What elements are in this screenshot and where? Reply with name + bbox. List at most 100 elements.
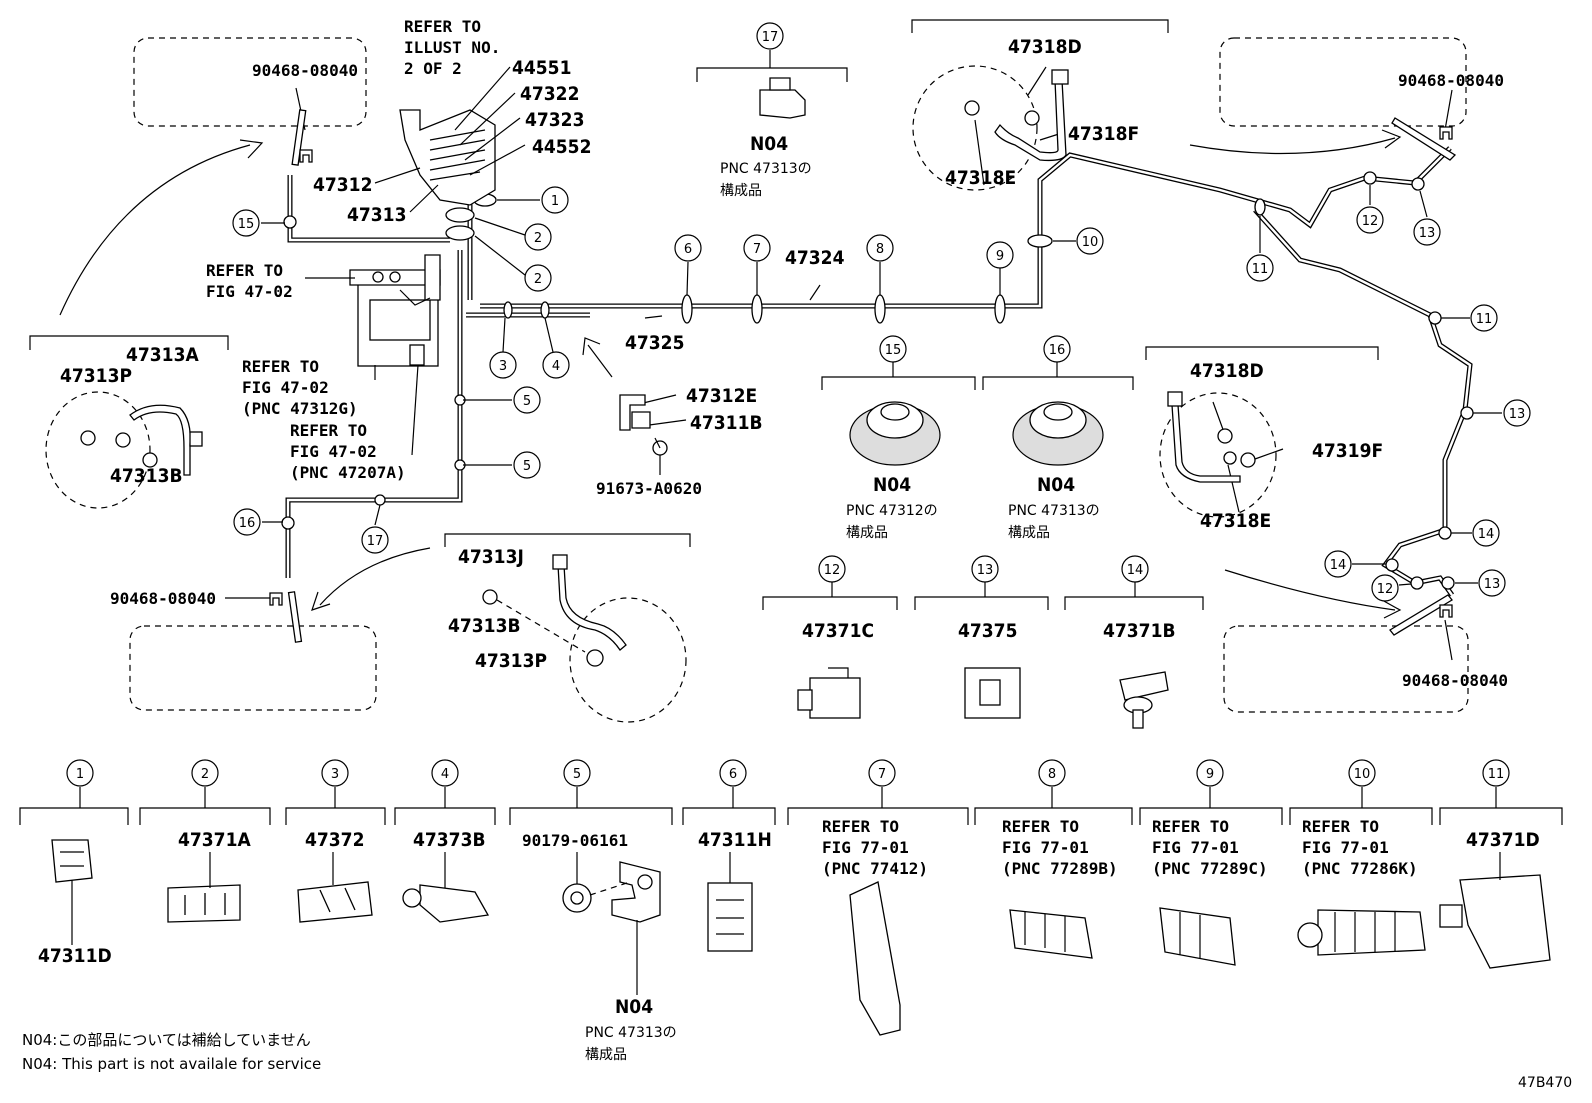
bottom-part-number-8: 8 <box>1038 759 1066 787</box>
svg-text:REFER TO: REFER TO <box>1002 817 1079 836</box>
svg-text:FIG 77-01: FIG 77-01 <box>1152 838 1239 857</box>
callout-number: 16 <box>1049 343 1066 358</box>
callout-number: 5 <box>523 459 531 474</box>
callout-number: 13 <box>1419 226 1436 241</box>
callout-number: 12 <box>1377 582 1394 597</box>
refer-illust-note: REFER TO ILLUST NO. 2 OF 2 <box>404 17 500 78</box>
refer-fig-c-line2: FIG 47-02 <box>290 442 377 461</box>
callout-c14b: 14 <box>1324 550 1352 578</box>
callout-number: 15 <box>885 343 902 358</box>
label-47311H: 47311H <box>698 829 772 851</box>
refer-illust-line2: ILLUST NO. <box>404 38 500 57</box>
callout-c14a: 14 <box>1472 519 1500 547</box>
clip-47371B <box>1119 671 1169 729</box>
n04-code: N04 <box>750 133 788 155</box>
label-47313: 47313 <box>347 204 406 226</box>
actuator-assembly <box>349 109 496 367</box>
brake-line-left <box>285 175 463 578</box>
part-number: 10 <box>1354 767 1371 782</box>
svg-text:(PNC 77412): (PNC 77412) <box>822 859 928 878</box>
grommet-16 <box>1012 401 1104 466</box>
bottom-row-parts <box>51 839 1551 1036</box>
clip-47371C <box>797 667 861 719</box>
bottom-part-number-10: 10 <box>1348 759 1376 787</box>
refer-fig-b-line3: (PNC 47312G) <box>242 399 358 418</box>
part-number: 8 <box>1048 767 1056 782</box>
clips-on-line <box>281 171 1474 590</box>
callout-c11a: 11 <box>1246 254 1274 282</box>
label-47313B-left: 47313B <box>110 465 183 487</box>
callout-c8: 8 <box>866 234 894 262</box>
callout-number: 15 <box>238 217 255 232</box>
callout-c16b: 16 <box>1043 335 1071 363</box>
callout-number: 13 <box>1509 407 1526 422</box>
callout-number: 1 <box>551 194 559 209</box>
bottom-part-number-6: 6 <box>719 759 747 787</box>
n04-pnc: PNC 47313の <box>720 161 812 177</box>
callout-number: 17 <box>762 30 779 45</box>
bottom-part-number-11: 11 <box>1482 759 1510 787</box>
n04-sub: 構成品 <box>1008 525 1050 541</box>
brake-line-47325 <box>453 183 590 318</box>
label-47318E-bottom: 47318E <box>1200 510 1271 532</box>
bottom-part-number-1: 1 <box>66 759 94 787</box>
n04-sub: 構成品 <box>720 183 762 199</box>
detail-frame-bottom-right <box>1223 625 1469 713</box>
label-90179-06161: 90179-06161 <box>522 831 628 850</box>
label-part-7: REFER TO FIG 77-01 (PNC 77412) <box>822 817 928 878</box>
part-number: 14 <box>1127 563 1144 578</box>
n04-pnc: PNC 47312の <box>846 503 938 519</box>
callout-number: 12 <box>1362 214 1379 229</box>
callout-number: 11 <box>1252 262 1269 277</box>
diagram-code: 47B470 <box>1518 1075 1572 1091</box>
svg-text:(PNC 77289C): (PNC 77289C) <box>1152 859 1268 878</box>
label-90468-bottom-right: 90468-08040 <box>1402 671 1508 690</box>
callout-number: 14 <box>1330 558 1347 573</box>
mid-part-number-13: 13 <box>971 555 999 583</box>
n04-sub: 構成品 <box>846 525 888 541</box>
label-90468-top-right: 90468-08040 <box>1398 71 1504 90</box>
svg-text:REFER TO: REFER TO <box>1152 817 1229 836</box>
n04-code: N04 <box>873 474 911 496</box>
refer-illust-line3: 2 OF 2 <box>404 59 462 78</box>
bottom-part-number-9: 9 <box>1196 759 1224 787</box>
brake-line-47324 <box>480 146 1473 597</box>
part-number: 2 <box>201 767 209 782</box>
callout-c5a: 5 <box>513 386 541 414</box>
label-47312: 47312 <box>313 174 372 196</box>
label-47311D: 47311D <box>38 945 112 967</box>
n04-pnc: PNC 47313の <box>585 1025 677 1041</box>
callout-number: 13 <box>1484 577 1501 592</box>
label-47313B-right: 47313B <box>448 615 521 637</box>
note-n04-en: N04: This part is not availale for servi… <box>22 1055 321 1073</box>
callout-number: 8 <box>876 242 884 257</box>
callout-number: 14 <box>1478 527 1495 542</box>
part-number: 13 <box>977 563 994 578</box>
label-47371C: 47371C <box>802 620 874 642</box>
bottom-part-number-2: 2 <box>191 759 219 787</box>
label-47324: 47324 <box>785 247 845 269</box>
callout-c13c: 13 <box>1478 569 1506 597</box>
callout-c15: 15 <box>232 209 260 237</box>
callout-number: 5 <box>523 394 531 409</box>
label-47372: 47372 <box>305 829 364 851</box>
label-47371B: 47371B <box>1103 620 1176 642</box>
callout-c12b: 12 <box>1371 574 1399 602</box>
grommet-15 <box>849 401 941 466</box>
callout-number: 2 <box>534 272 542 287</box>
detail-frame-top-left <box>133 37 367 127</box>
callout-c13a: 13 <box>1413 218 1441 246</box>
label-47375: 47375 <box>958 620 1017 642</box>
label-44552: 44552 <box>532 136 591 158</box>
part-number: 1 <box>76 767 84 782</box>
label-47313A: 47313A <box>126 344 199 366</box>
callout-c4: 4 <box>542 351 570 379</box>
n04-sub: 構成品 <box>585 1047 627 1063</box>
detail-frame-top-right <box>1219 37 1467 127</box>
bottom-part-number-4: 4 <box>431 759 459 787</box>
n04-pnc: PNC 47313の <box>1008 503 1100 519</box>
label-part-8: REFER TO FIG 77-01 (PNC 77289B) <box>1002 817 1118 878</box>
group-brackets <box>19 19 1563 825</box>
